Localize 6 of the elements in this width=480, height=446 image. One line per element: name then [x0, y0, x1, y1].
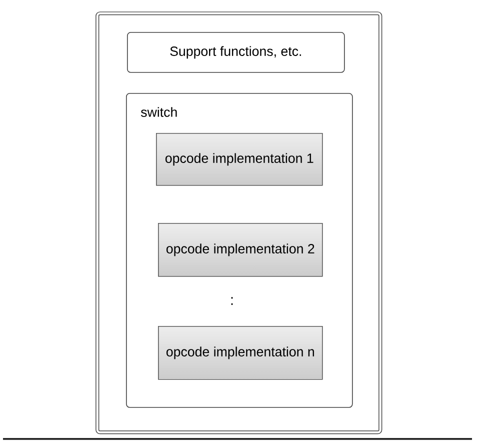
- process-box: opcode implementation 1: [156, 133, 323, 186]
- process-box: opcode implementation n: [158, 326, 323, 380]
- process-box: opcode implementation 2: [158, 223, 323, 277]
- outer-frame: [96, 12, 382, 434]
- text-box: Support functions, etc.: [127, 32, 345, 73]
- text-label: :: [231, 297, 233, 305]
